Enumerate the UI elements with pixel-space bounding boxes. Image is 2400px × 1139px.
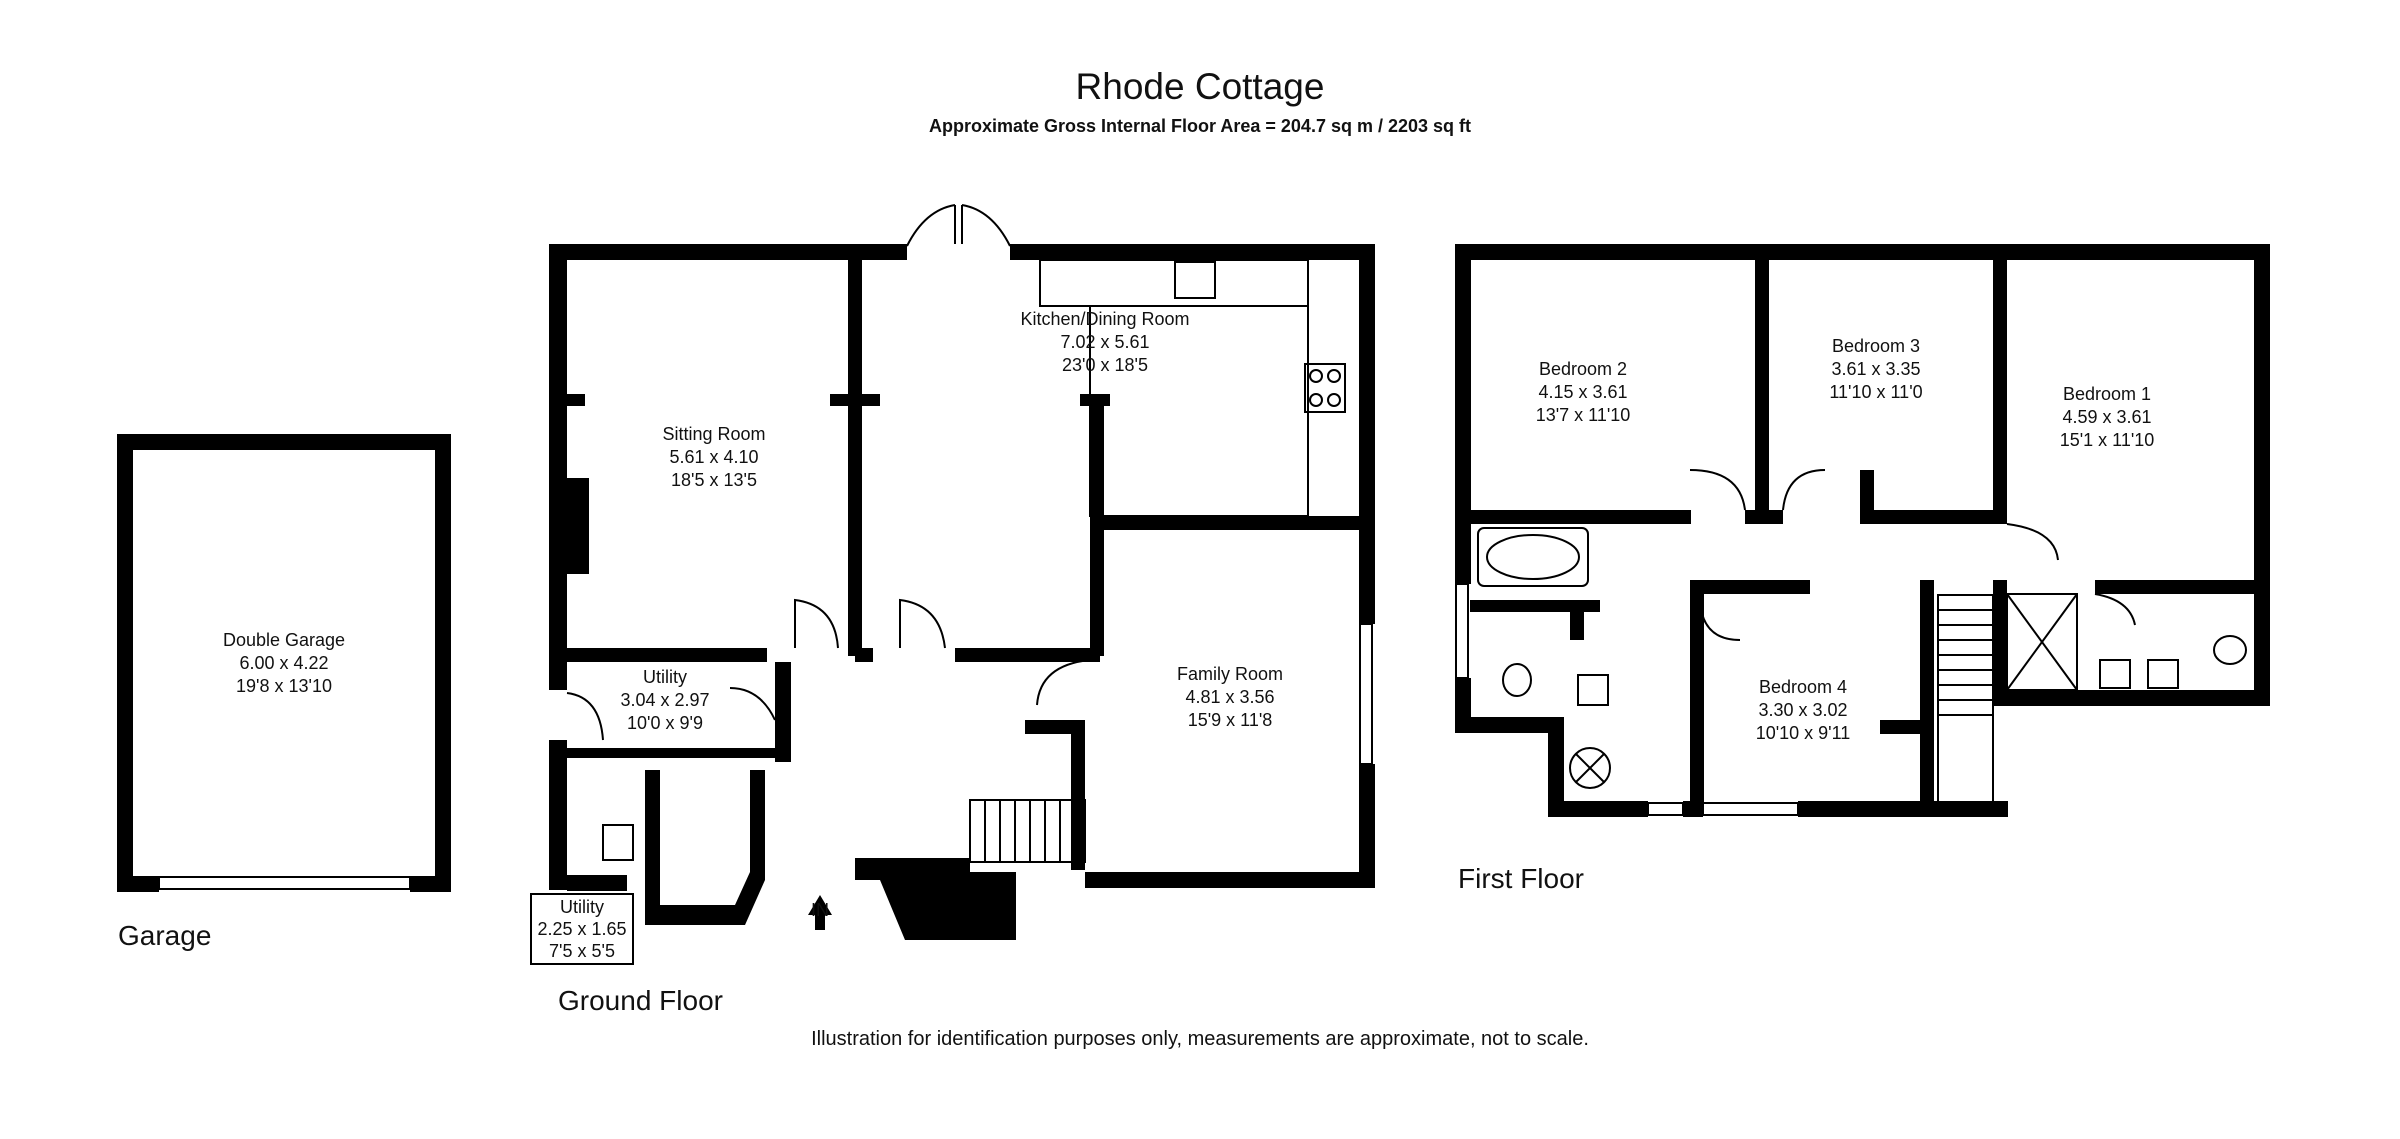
bedroom-1-imperial: 15'1 x 11'10 — [2060, 430, 2155, 450]
utility-metric: 3.04 x 2.97 — [620, 690, 709, 710]
kitchen-imperial: 23'0 x 18'5 — [1062, 355, 1148, 375]
bedroom-1-name: Bedroom 1 — [2063, 384, 2151, 404]
utility-small-imperial: 7'5 x 5'5 — [549, 941, 615, 961]
utility-small-name: Utility — [560, 897, 604, 917]
kitchen-metric: 7.02 x 5.61 — [1060, 332, 1149, 352]
disclaimer: Illustration for identification purposes… — [811, 1028, 1589, 1050]
family-room-metric: 4.81 x 3.56 — [1185, 687, 1274, 707]
garage-plan: Double Garage 6.00 x 4.22 19'8 x 13'10 — [117, 434, 451, 892]
kitchen-name: Kitchen/Dining Room — [1020, 309, 1189, 329]
bedroom-4-name: Bedroom 4 — [1759, 677, 1847, 697]
ground-floor-plan: Sitting Room 5.61 x 4.10 18'5 x 13'5 Kit… — [530, 204, 1375, 965]
entrance-label: IN — [811, 900, 829, 920]
garage-label: Garage — [118, 920, 212, 951]
sitting-room-metric: 5.61 x 4.10 — [669, 447, 758, 467]
bedroom-4-imperial: 10'10 x 9'11 — [1756, 723, 1851, 743]
garage-name: Double Garage — [223, 630, 345, 650]
sitting-room-name: Sitting Room — [662, 424, 765, 444]
first-floor-label: First Floor — [1458, 863, 1584, 894]
ground-floor-label: Ground Floor — [558, 985, 723, 1016]
bedroom-3-metric: 3.61 x 3.35 — [1831, 359, 1920, 379]
plan-title: Rhode Cottage — [1075, 66, 1325, 107]
bedroom-2-imperial: 13'7 x 11'10 — [1536, 405, 1631, 425]
sitting-room-imperial: 18'5 x 13'5 — [671, 470, 757, 490]
garage-imperial: 19'8 x 13'10 — [236, 676, 332, 696]
utility-imperial: 10'0 x 9'9 — [627, 713, 703, 733]
family-room-name: Family Room — [1177, 664, 1283, 684]
bedroom-1-metric: 4.59 x 3.61 — [2062, 407, 2151, 427]
garage-metric: 6.00 x 4.22 — [239, 653, 328, 673]
bedroom-2-metric: 4.15 x 3.61 — [1538, 382, 1627, 402]
utility-name: Utility — [643, 667, 687, 687]
family-room-imperial: 15'9 x 11'8 — [1188, 710, 1273, 730]
bedroom-4-metric: 3.30 x 3.02 — [1758, 700, 1847, 720]
bedroom-3-imperial: 11'10 x 11'0 — [1829, 382, 1922, 402]
bedroom-3-name: Bedroom 3 — [1832, 336, 1920, 356]
first-floor-plan: Bedroom 2 4.15 x 3.61 13'7 x 11'10 Bedro… — [1455, 244, 2270, 817]
floor-area-summary: Approximate Gross Internal Floor Area = … — [928, 116, 1472, 136]
bedroom-2-name: Bedroom 2 — [1539, 359, 1627, 379]
utility-small-metric: 2.25 x 1.65 — [537, 919, 626, 939]
